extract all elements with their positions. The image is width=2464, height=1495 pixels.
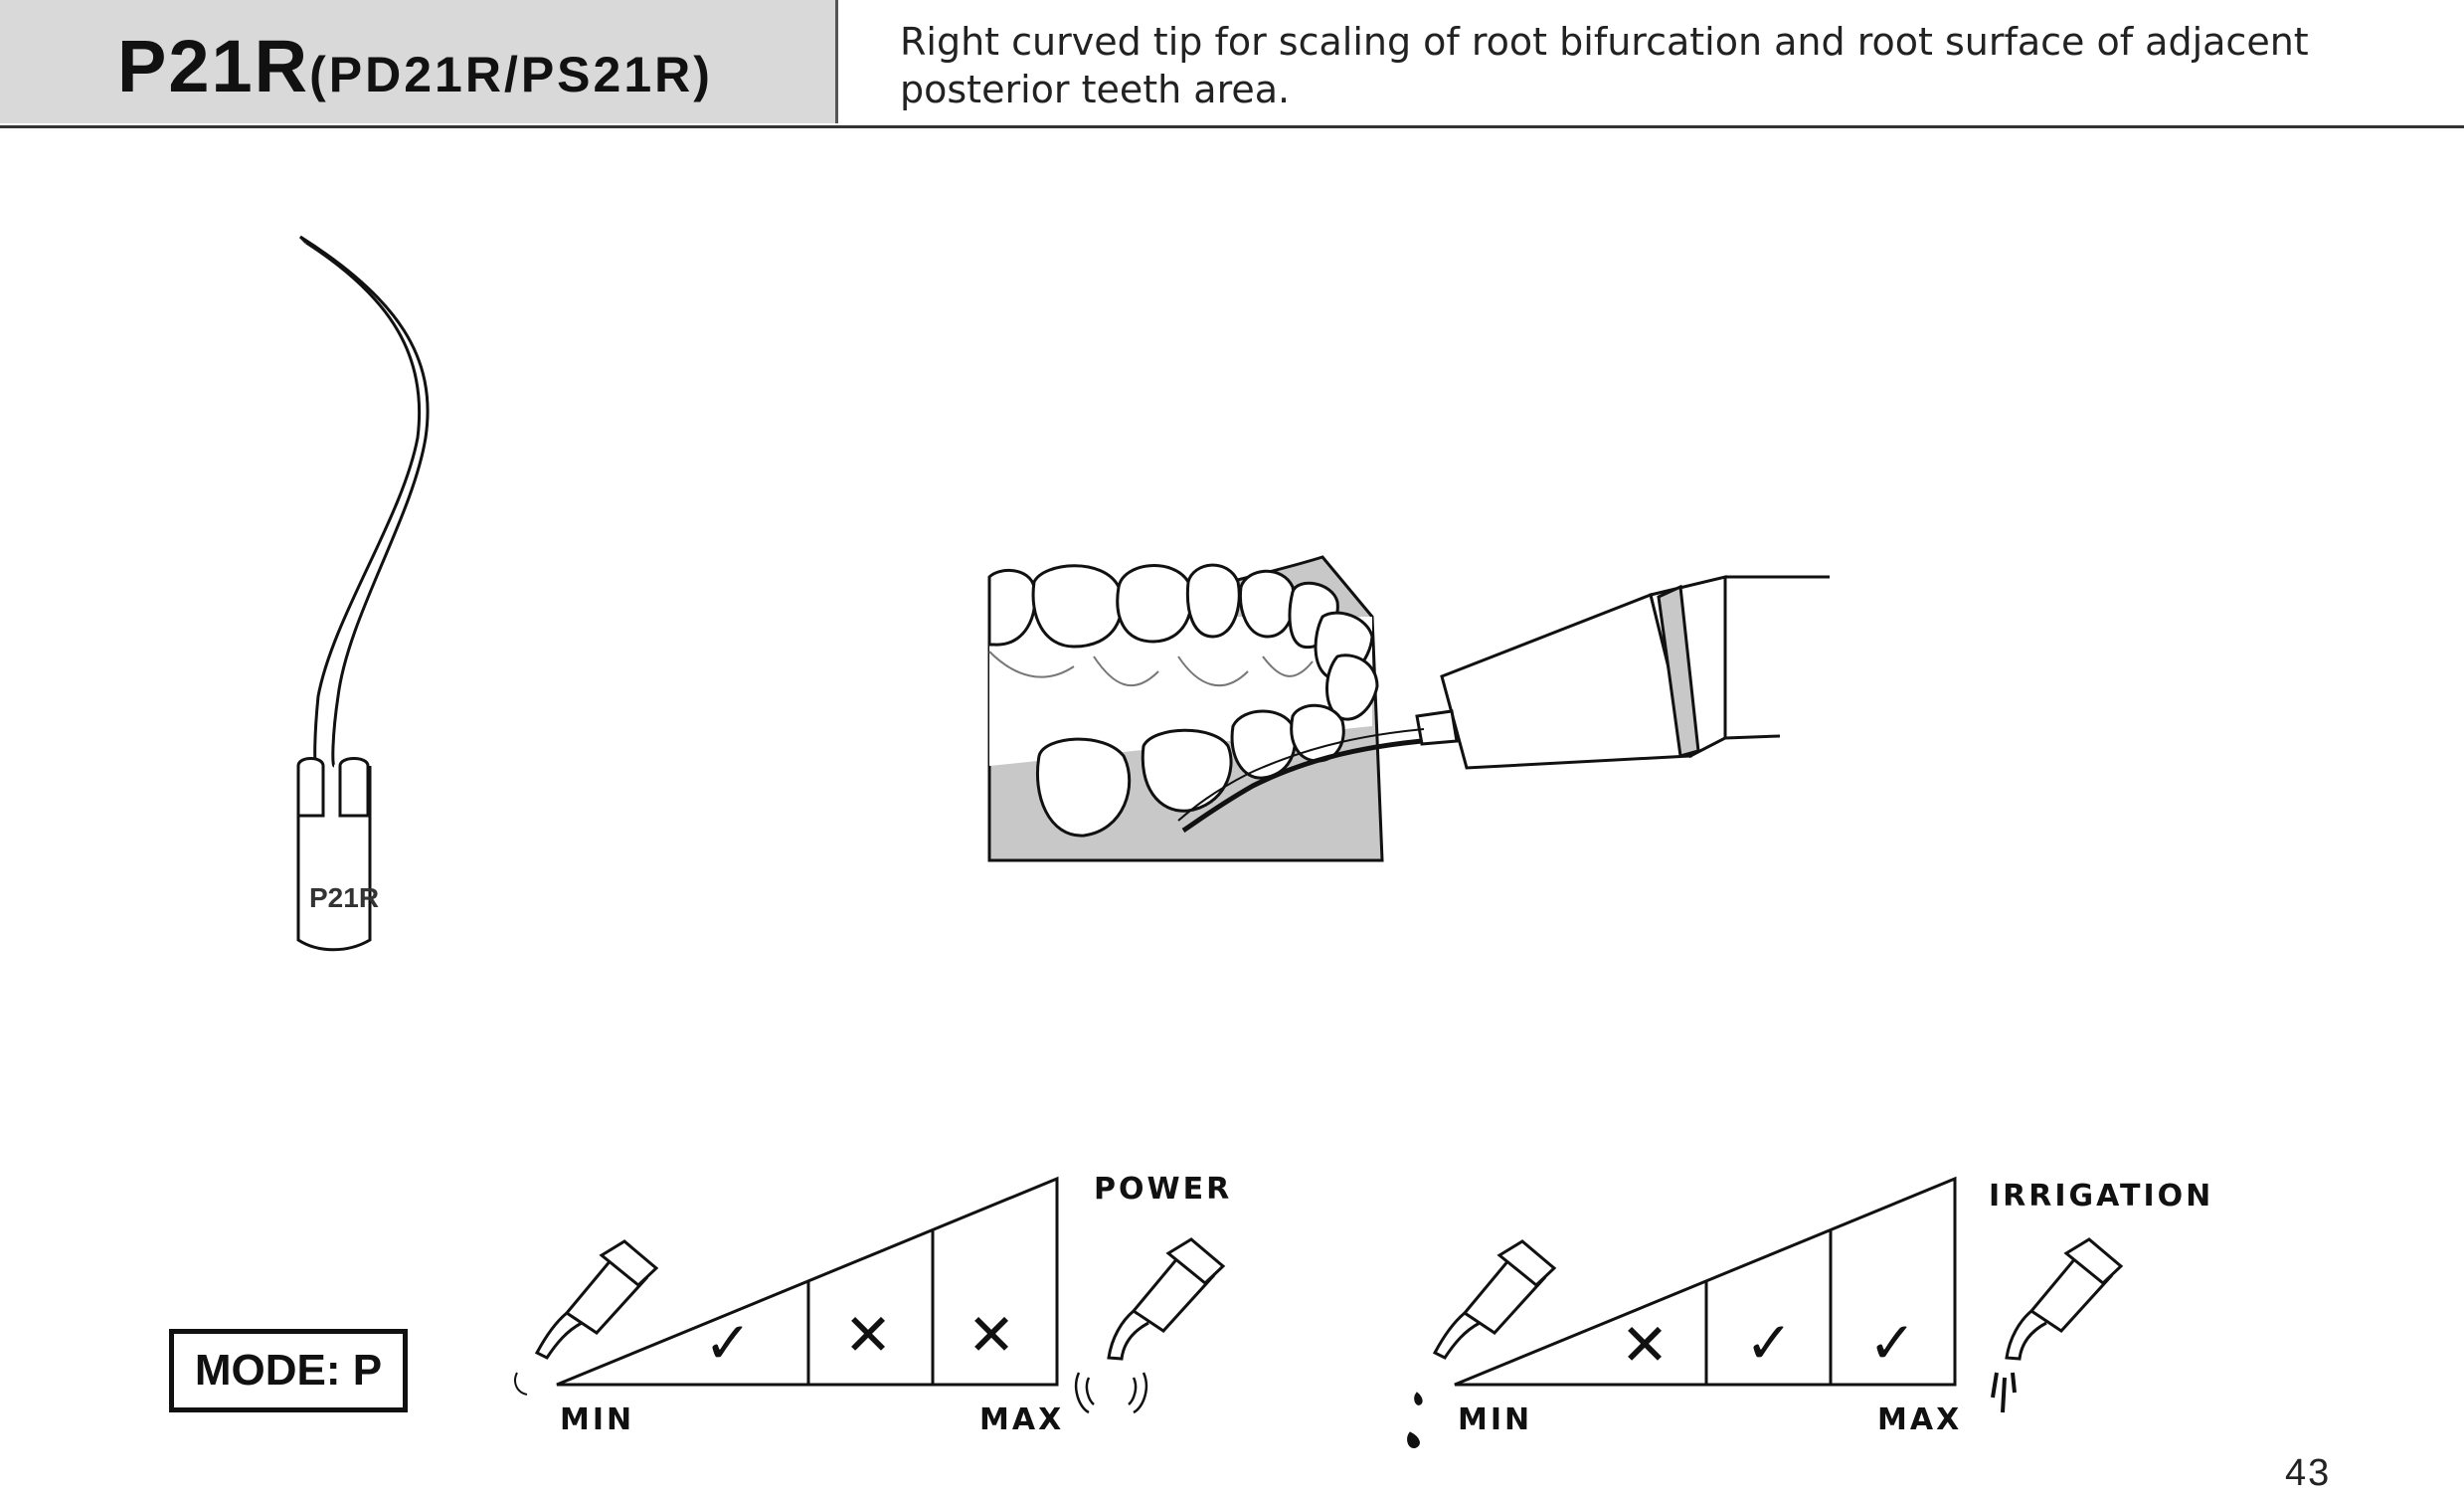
page-number: 43: [2285, 1452, 2332, 1494]
power-max-label: MAX: [979, 1402, 1065, 1437]
power-scale: ✓ ✕ ✕: [514, 1176, 1226, 1414]
model-variants: (PD21R/PS21R): [309, 47, 713, 102]
power-min-label: MIN: [560, 1402, 635, 1437]
power-max-handpiece-icon: [1074, 1237, 1226, 1414]
power-mark-1: ✓: [704, 1309, 753, 1377]
model-title-box: P21R(PD21R/PS21R): [0, 0, 838, 123]
irrigation-title: IRRIGATION: [1989, 1179, 2214, 1214]
irrigation-mark-1: ✕: [1621, 1311, 1670, 1379]
power-title: POWER: [1094, 1172, 1233, 1207]
mode-label-box: MODE: P: [169, 1329, 408, 1412]
power-mark-2: ✕: [844, 1301, 893, 1369]
irrigation-scale: ✕ ✓ ✓: [1407, 1176, 2124, 1449]
page-header: P21R(PD21R/PS21R) Right curved tip for s…: [0, 0, 2464, 128]
tip-engraving: P21R: [309, 882, 379, 913]
power-mark-3: ✕: [968, 1301, 1016, 1369]
tip-description: Right curved tip for scaling of root bif…: [900, 20, 2309, 111]
model-title: P21R(PD21R/PS21R): [117, 24, 713, 108]
irrigation-mark-3: ✓: [1868, 1309, 1917, 1377]
irrigation-max-label: MAX: [1877, 1402, 1963, 1437]
dental-scene-illustration: [987, 555, 1830, 862]
irrigation-min-label: MIN: [1458, 1402, 1533, 1437]
model-name: P21R: [117, 25, 310, 107]
irrigation-mark-2: ✓: [1745, 1309, 1794, 1377]
power-min-handpiece-icon: [514, 1239, 659, 1396]
scaler-tip-illustration: P21R: [296, 235, 430, 952]
irrigation-max-handpiece-icon: [1991, 1237, 2124, 1413]
irrigation-min-handpiece-icon: [1407, 1239, 1557, 1449]
